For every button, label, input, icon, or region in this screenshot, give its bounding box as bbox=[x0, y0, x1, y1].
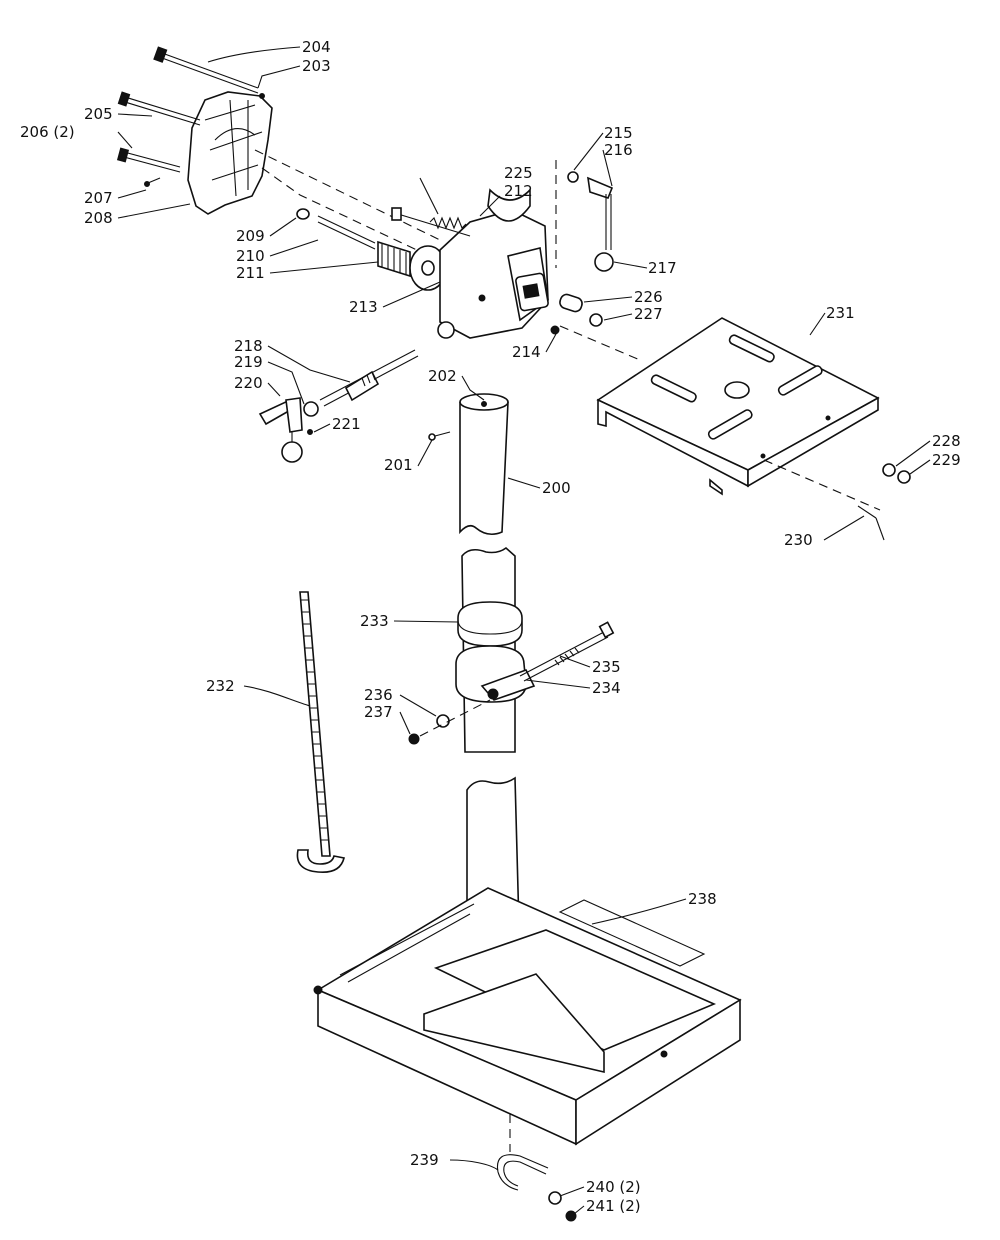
leader-lines bbox=[117, 46, 931, 1215]
bolt-235 bbox=[519, 621, 615, 682]
label-213: 213 bbox=[349, 298, 378, 316]
assembly-line-table bbox=[559, 325, 881, 511]
label-234: 234 bbox=[592, 679, 621, 697]
column-upper-200 bbox=[459, 393, 509, 536]
label-201: 201 bbox=[384, 456, 413, 474]
label-203: 203 bbox=[302, 57, 331, 75]
label-208: 208 bbox=[84, 209, 113, 227]
label-225: 225 bbox=[504, 164, 533, 182]
label-216: 216 bbox=[604, 141, 633, 159]
label-236: 236 bbox=[364, 686, 393, 704]
label-206: 206 (2) bbox=[20, 123, 75, 141]
screw-207 bbox=[144, 177, 161, 187]
pin-230 bbox=[857, 505, 885, 541]
label-237: 237 bbox=[364, 703, 393, 721]
clamp-collar-234 bbox=[455, 645, 536, 703]
label-205: 205 bbox=[84, 105, 113, 123]
part-labels: 204 203 205 206 (2) 207 208 209 210 211 … bbox=[20, 38, 961, 1215]
u-bolt-239 bbox=[496, 1114, 549, 1191]
washer-240 bbox=[548, 1191, 562, 1205]
lock-handle-220 bbox=[258, 397, 303, 463]
ring-233 bbox=[457, 601, 523, 647]
handle-215-216 bbox=[567, 171, 614, 250]
label-204: 204 bbox=[302, 38, 331, 56]
washer-209 bbox=[296, 208, 310, 220]
belt-guard-bracket bbox=[187, 91, 273, 215]
nut-214 bbox=[550, 325, 560, 335]
label-207: 207 bbox=[84, 189, 113, 207]
label-220: 220 bbox=[234, 374, 263, 392]
label-210: 210 bbox=[236, 247, 265, 265]
nut-228-229 bbox=[882, 463, 911, 484]
label-229: 229 bbox=[932, 451, 961, 469]
nut-241 bbox=[565, 1210, 577, 1222]
label-218: 218 bbox=[234, 337, 263, 355]
long-bolt-204 bbox=[153, 46, 259, 94]
rack-232 bbox=[296, 591, 345, 874]
assembly-line-bracket-head bbox=[261, 167, 471, 276]
label-239: 239 bbox=[410, 1151, 439, 1169]
label-240: 240 (2) bbox=[586, 1178, 641, 1196]
screw-221 bbox=[307, 429, 313, 435]
spring-225 bbox=[391, 207, 471, 237]
bolt-206 bbox=[116, 147, 181, 173]
label-221: 221 bbox=[332, 415, 361, 433]
assembly-line-clamp bbox=[419, 699, 491, 737]
base-238 bbox=[313, 887, 742, 1146]
label-209: 209 bbox=[236, 227, 265, 245]
label-202: 202 bbox=[428, 367, 457, 385]
label-228: 228 bbox=[932, 432, 961, 450]
washer-236 bbox=[436, 714, 450, 728]
collar-219 bbox=[303, 401, 319, 417]
pinion-gear-211 bbox=[377, 240, 447, 291]
label-241: 241 (2) bbox=[586, 1197, 641, 1215]
label-230: 230 bbox=[784, 531, 813, 549]
label-231: 231 bbox=[826, 304, 855, 322]
label-215: 215 bbox=[604, 124, 633, 142]
bushing-226 bbox=[559, 293, 583, 313]
washer-227 bbox=[589, 313, 603, 327]
head-casting-212 bbox=[437, 188, 549, 339]
bolt-205 bbox=[117, 91, 201, 126]
label-200: 200 bbox=[542, 479, 571, 497]
screw-201 bbox=[428, 431, 451, 441]
label-227: 227 bbox=[634, 305, 663, 323]
nut-237 bbox=[408, 733, 420, 745]
label-238: 238 bbox=[688, 890, 717, 908]
label-211: 211 bbox=[236, 264, 265, 282]
label-217: 217 bbox=[648, 259, 677, 277]
assembly-line-bracket-head-2 bbox=[254, 149, 441, 241]
pin-210 bbox=[317, 215, 376, 250]
label-219: 219 bbox=[234, 353, 263, 371]
quill-shaft-218 bbox=[319, 349, 419, 407]
label-212: 212 bbox=[504, 182, 533, 200]
knob-217 bbox=[594, 252, 614, 272]
label-226: 226 bbox=[634, 288, 663, 306]
label-235: 235 bbox=[592, 658, 621, 676]
screw-203 bbox=[259, 93, 265, 99]
work-table-231 bbox=[596, 317, 880, 496]
label-214: 214 bbox=[512, 343, 541, 361]
label-233: 233 bbox=[360, 612, 389, 630]
label-232: 232 bbox=[206, 677, 235, 695]
